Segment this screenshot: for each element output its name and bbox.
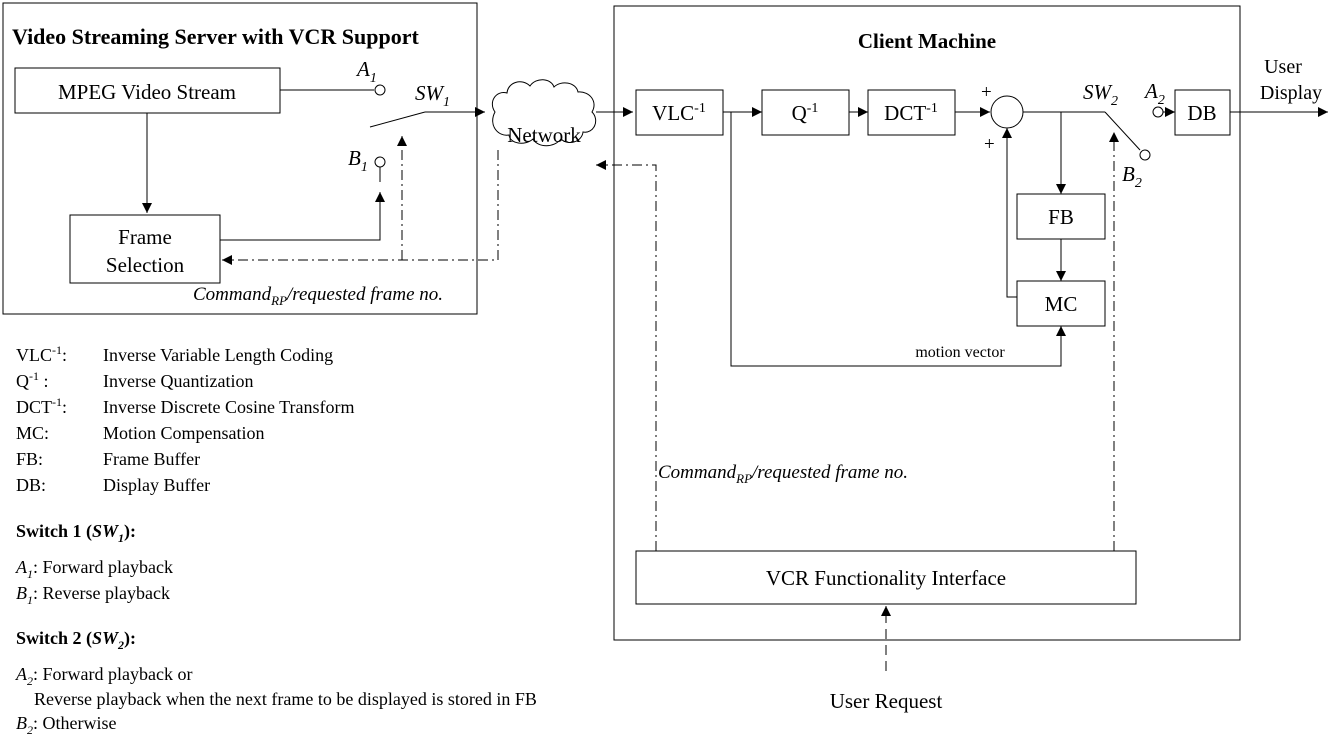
network-cloud: Network	[491, 79, 597, 147]
command-path-client	[596, 160, 657, 551]
sw2-lever	[1104, 111, 1141, 151]
legend-db-key: DB:	[16, 475, 46, 495]
user-display-label-2: Display	[1260, 82, 1322, 104]
switch2-b-note: B2: Otherwise	[16, 713, 116, 734]
vlc-label: VLC-1	[652, 101, 706, 125]
legend-dct-key: DCT-1:	[16, 395, 67, 417]
client-title: Client Machine	[858, 29, 996, 53]
client-panel: Client Machine VLC-1 Q-1 DCT-1 + + B2 SW…	[596, 5, 1328, 641]
q-label: Q-1	[792, 101, 819, 125]
motion-vector-arrow	[730, 112, 1066, 367]
b2-label: B2	[1122, 162, 1142, 191]
a2-label: A2	[1143, 79, 1165, 108]
abbreviation-legend: VLC-1: Inverse Variable Length Coding Q-…	[16, 343, 354, 495]
a1-label: A1	[355, 57, 377, 86]
server-border	[2, 2, 478, 315]
db-label: DB	[1187, 101, 1216, 125]
b2-contact	[1139, 149, 1151, 161]
client-command-label: CommandRP/requested frame no.	[658, 462, 908, 486]
adder-plus-top: +	[981, 82, 992, 103]
adder-plus-bottom: +	[984, 134, 995, 155]
switch2-notes: Switch 2 (SW2): A2: Forward playback or …	[15, 628, 537, 734]
db-box	[1174, 89, 1231, 136]
switch1-notes: Switch 1 (SW1): A1: Forward playback B1:…	[15, 521, 173, 607]
q-box	[761, 89, 850, 136]
server-title: Video Streaming Server with VCR Support	[12, 24, 419, 49]
vlc-box	[635, 89, 724, 136]
adder-circle	[990, 95, 1024, 129]
server-panel: Video Streaming Server with VCR Support …	[2, 2, 499, 315]
command-path-server	[222, 150, 499, 265]
server-command-label: CommandRP/requested frame no.	[193, 284, 443, 308]
switch2-a-note-cont: Reverse playback when the next frame to …	[34, 689, 537, 709]
legend-mc-desc: Motion Compensation	[103, 423, 265, 443]
legend-fb-key: FB:	[16, 449, 43, 469]
switch2-a-note: A2: Forward playback or	[15, 664, 192, 688]
legend-vlc-desc: Inverse Variable Length Coding	[103, 345, 333, 365]
dct-label: DCT-1	[884, 101, 938, 125]
frame-selection-label-1: Frame	[118, 225, 172, 249]
user-display-label-1: User	[1264, 56, 1302, 78]
sw2-label: SW2	[1083, 80, 1118, 109]
switch2-title: Switch 2 (SW2):	[16, 628, 136, 652]
switch1-title: Switch 1 (SW1):	[16, 521, 136, 545]
sw1-label: SW1	[415, 81, 450, 110]
mc-box	[1016, 280, 1106, 327]
sw1-lever	[369, 111, 426, 128]
legend-dct-desc: Inverse Discrete Cosine Transform	[103, 397, 354, 417]
dct-box	[867, 89, 956, 136]
a1-contact	[374, 84, 386, 96]
vcr-interface-box	[635, 550, 1137, 605]
network-cloud-shape	[491, 79, 597, 147]
switch1-a-note: A1: Forward playback	[15, 557, 173, 581]
user-request-label: User Request	[830, 689, 943, 713]
mc-to-adder-arrow	[1002, 128, 1017, 298]
legend-fb-desc: Frame Buffer	[103, 449, 200, 469]
legend-db-desc: Display Buffer	[103, 475, 210, 495]
motion-vector-label: motion vector	[915, 344, 1005, 361]
b1-label: B1	[348, 146, 368, 175]
legend-vlc-key: VLC-1:	[16, 343, 67, 365]
frame-selection-label-2: Selection	[106, 253, 185, 277]
b1-contact	[374, 156, 386, 168]
frame-to-b1-arrow	[220, 192, 385, 241]
a2-contact	[1152, 106, 1164, 118]
network-label: Network	[507, 123, 581, 147]
frame-selection-box	[69, 214, 221, 284]
switch1-b-note: B1: Reverse playback	[16, 583, 170, 607]
fb-label: FB	[1048, 205, 1074, 229]
legend-q-key: Q-1 :	[16, 369, 49, 391]
fb-box	[1016, 193, 1106, 240]
legend-q-desc: Inverse Quantization	[103, 371, 253, 391]
vcr-interface-label: VCR Functionality Interface	[766, 566, 1006, 590]
mpeg-stream-label: MPEG Video Stream	[58, 80, 236, 104]
client-border	[613, 5, 1241, 641]
legend-mc-key: MC:	[16, 423, 49, 443]
mc-label: MC	[1045, 292, 1078, 316]
